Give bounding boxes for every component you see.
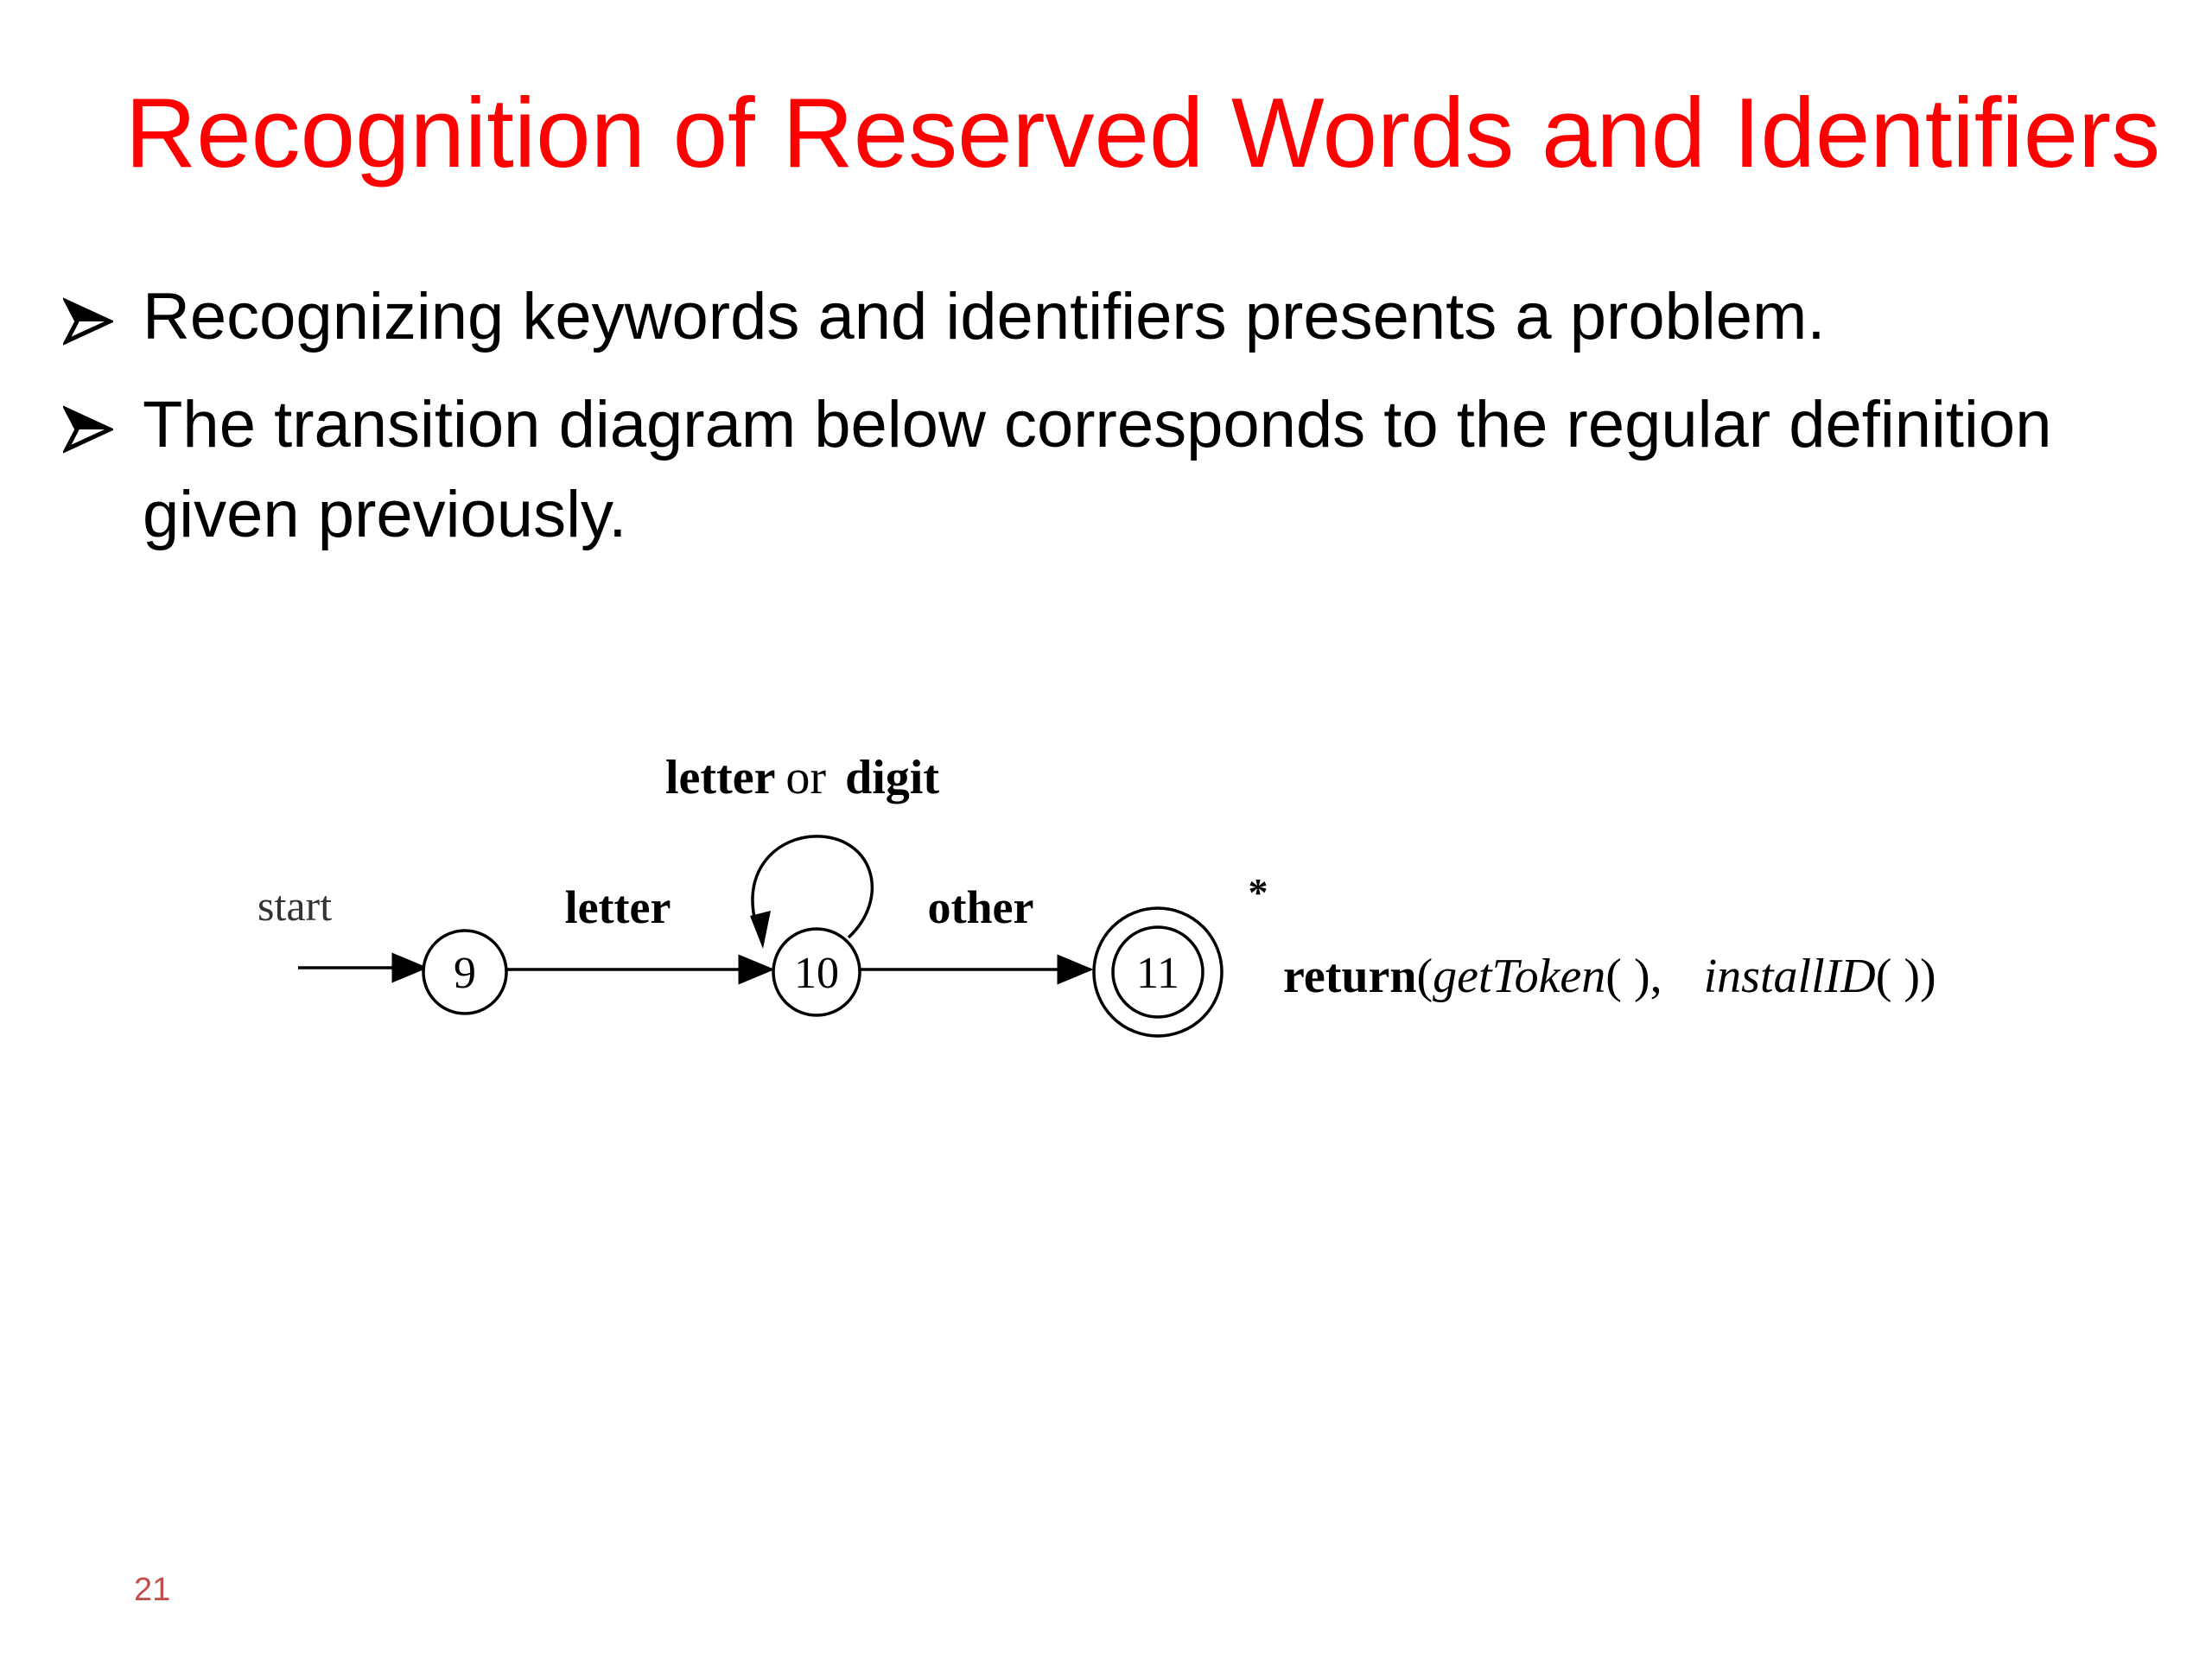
edge-10-11-label: other: [928, 881, 1034, 933]
slide-title: Recognition of Reserved Words and Identi…: [124, 79, 2161, 188]
action-gettoken-parens: ( ),: [1605, 950, 1662, 1003]
self-loop-or: or: [785, 751, 826, 804]
state-11-label: 11: [1136, 949, 1179, 998]
self-loop-digit: digit: [845, 751, 939, 804]
page-number: 21: [134, 1572, 171, 1608]
action-text: return(getToken( ), installID( )): [1283, 950, 1936, 1003]
bullet-text-2-line-2: given previously.: [143, 478, 627, 551]
action-return: return: [1283, 950, 1417, 1003]
bullet-item-1: Recognizing keywords and identifiers pre…: [63, 272, 1826, 362]
state-9-circle: [422, 929, 508, 1015]
bullet-item-2: The transition diagram below corresponds…: [63, 380, 2052, 560]
arrowhead-bullet-icon: [63, 405, 113, 454]
self-loop-arrowhead: [750, 911, 771, 949]
state-10-circle: [772, 927, 861, 1017]
self-loop-letter: letter: [665, 751, 775, 804]
arrowhead-bullet-icon: [63, 297, 113, 346]
retract-star: *: [1249, 870, 1268, 914]
self-loop-10: [751, 835, 874, 939]
state-10-label: 10: [794, 949, 839, 998]
action-open-paren: (: [1417, 950, 1433, 1003]
action-gettoken: getToken: [1433, 950, 1605, 1003]
action-installid: installID: [1704, 950, 1876, 1003]
bullet-text-2-line-1: The transition diagram below corresponds…: [143, 388, 2052, 461]
state-11-inner-circle: [1111, 925, 1205, 1019]
bullet-text-1: Recognizing keywords and identifiers pre…: [143, 280, 1826, 353]
action-installid-parens: ( )): [1876, 950, 1936, 1003]
state-9-label: 9: [454, 949, 476, 998]
edge-9-10-label: letter: [565, 881, 671, 933]
start-label: start: [257, 881, 332, 930]
